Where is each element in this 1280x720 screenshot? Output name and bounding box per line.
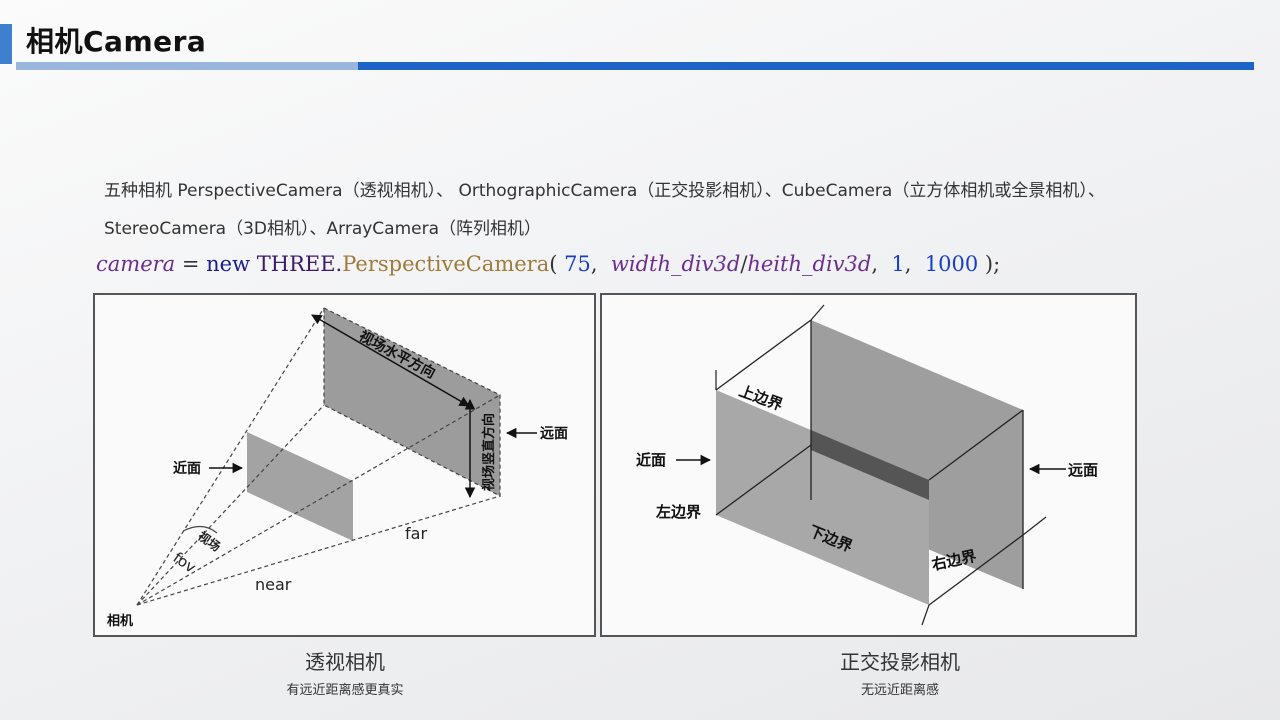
- code-class: PerspectiveCamera: [342, 252, 550, 276]
- code-sep-3: ,: [904, 252, 925, 276]
- label-left-boundary: 左边界: [655, 503, 701, 521]
- title-accent-bar: [0, 24, 12, 64]
- code-keyword-new: new: [206, 252, 251, 276]
- horizontal-arrow: [311, 314, 470, 407]
- label-near-plane: 近面: [173, 460, 201, 477]
- label-fov-zh: 视场: [195, 528, 223, 554]
- code-eq: =: [175, 252, 207, 276]
- label-far: far: [405, 524, 427, 543]
- code-var: camera: [96, 252, 176, 276]
- far-plane: [324, 308, 500, 496]
- perspective-svg: 视场水平方向 视场竖直方向 远面 近面 far near 视场 fov 相机: [107, 307, 568, 629]
- code-arg-near: 1: [891, 252, 905, 276]
- code-sep-2: ,: [871, 252, 892, 276]
- ortho-near-plane: [716, 390, 929, 605]
- ortho-extension-lines: [715, 304, 1047, 626]
- label-near: near: [255, 575, 292, 594]
- perspective-caption: 透视相机 有远近距离感更真实: [220, 646, 470, 698]
- label-far-plane: 远面: [540, 426, 568, 442]
- label-ortho-far: 远面: [1068, 461, 1098, 479]
- orthographic-caption-title: 正交投影相机: [840, 650, 960, 674]
- code-sep-1: ,: [590, 252, 611, 276]
- label-ortho-near: 近面: [636, 451, 666, 469]
- ortho-edges: [715, 319, 1024, 606]
- ortho-overlap: [811, 430, 929, 500]
- orthographic-diagram: 上边界 近面 远面 左边界 下边界 右边界: [600, 293, 1137, 637]
- camera-types-paragraph: 五种相机 PerspectiveCamera（透视相机）、 Orthograph…: [104, 181, 1105, 239]
- code-close: );: [978, 252, 1001, 276]
- orthographic-caption: 正交投影相机 无远近距离感: [770, 646, 1030, 698]
- code-line: camera = new THREE.PerspectiveCamera( 75…: [96, 252, 1000, 276]
- code-arg-far: 1000: [924, 252, 979, 276]
- orthographic-svg: 上边界 近面 远面 左边界 下边界 右边界: [636, 304, 1098, 626]
- slide-title: 相机Camera: [26, 25, 207, 58]
- label-vertical: 视场竖直方向: [481, 413, 497, 491]
- code-arg-height: heith_div3d: [747, 252, 872, 276]
- label-camera: 相机: [107, 613, 133, 629]
- title-underline-dark: [358, 62, 1254, 70]
- code-slash: /: [740, 252, 748, 276]
- code-arg-width: width_div3d: [610, 252, 741, 276]
- code-open-paren: (: [549, 252, 565, 276]
- fov-arc: [182, 525, 218, 534]
- label-fov: fov: [170, 549, 200, 577]
- title-underline-light: [16, 62, 358, 70]
- code-arg-fov: 75: [564, 252, 591, 276]
- perspective-diagram: 视场水平方向 视场竖直方向 远面 近面 far near 视场 fov 相机: [93, 293, 596, 637]
- code-namespace: THREE.: [250, 252, 343, 276]
- perspective-caption-sub: 有远近距离感更真实: [286, 683, 404, 698]
- perspective-caption-title: 透视相机: [305, 650, 385, 674]
- near-plane: [247, 432, 353, 541]
- orthographic-caption-sub: 无远近距离感: [860, 683, 939, 698]
